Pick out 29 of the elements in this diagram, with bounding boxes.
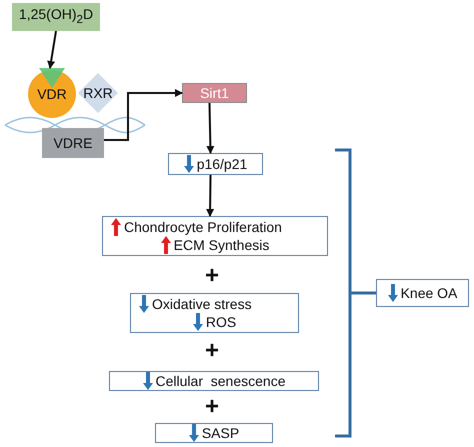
node-text: ECM Synthesis bbox=[174, 236, 270, 254]
node-text: VDRE bbox=[54, 134, 92, 152]
process-box bbox=[130, 293, 299, 333]
arrow bbox=[206, 174, 214, 217]
node-text: Cellular senescence bbox=[156, 372, 286, 390]
node-text: SASP bbox=[202, 424, 240, 442]
arrow bbox=[206, 102, 214, 154]
process-box bbox=[155, 423, 273, 443]
node-text: RXR bbox=[83, 84, 113, 102]
node-text: VDR bbox=[37, 86, 67, 102]
molecule-box bbox=[12, 3, 100, 31]
plus-sign: + bbox=[205, 266, 220, 286]
node-text: 1,25(OH)$_{2}$D bbox=[18, 6, 94, 28]
node-text: Chondrocyte Proliferation bbox=[124, 218, 282, 236]
arrow bbox=[104, 89, 183, 141]
plus-sign: + bbox=[205, 397, 220, 417]
outcome-box bbox=[376, 279, 469, 307]
gene-element-box bbox=[42, 128, 104, 158]
marker-box bbox=[168, 153, 263, 175]
plus-sign: + bbox=[205, 341, 220, 361]
node-text: Knee OA bbox=[400, 284, 458, 302]
node-text: Sirt1 bbox=[200, 84, 229, 102]
node-text: Oxidative stress bbox=[152, 296, 252, 312]
node-text: p16/p21 bbox=[196, 156, 248, 172]
process-box bbox=[109, 371, 319, 391]
gene-box bbox=[182, 83, 247, 103]
node-text: ROS bbox=[206, 314, 236, 330]
arrow bbox=[47, 30, 57, 69]
process-box bbox=[102, 216, 328, 256]
